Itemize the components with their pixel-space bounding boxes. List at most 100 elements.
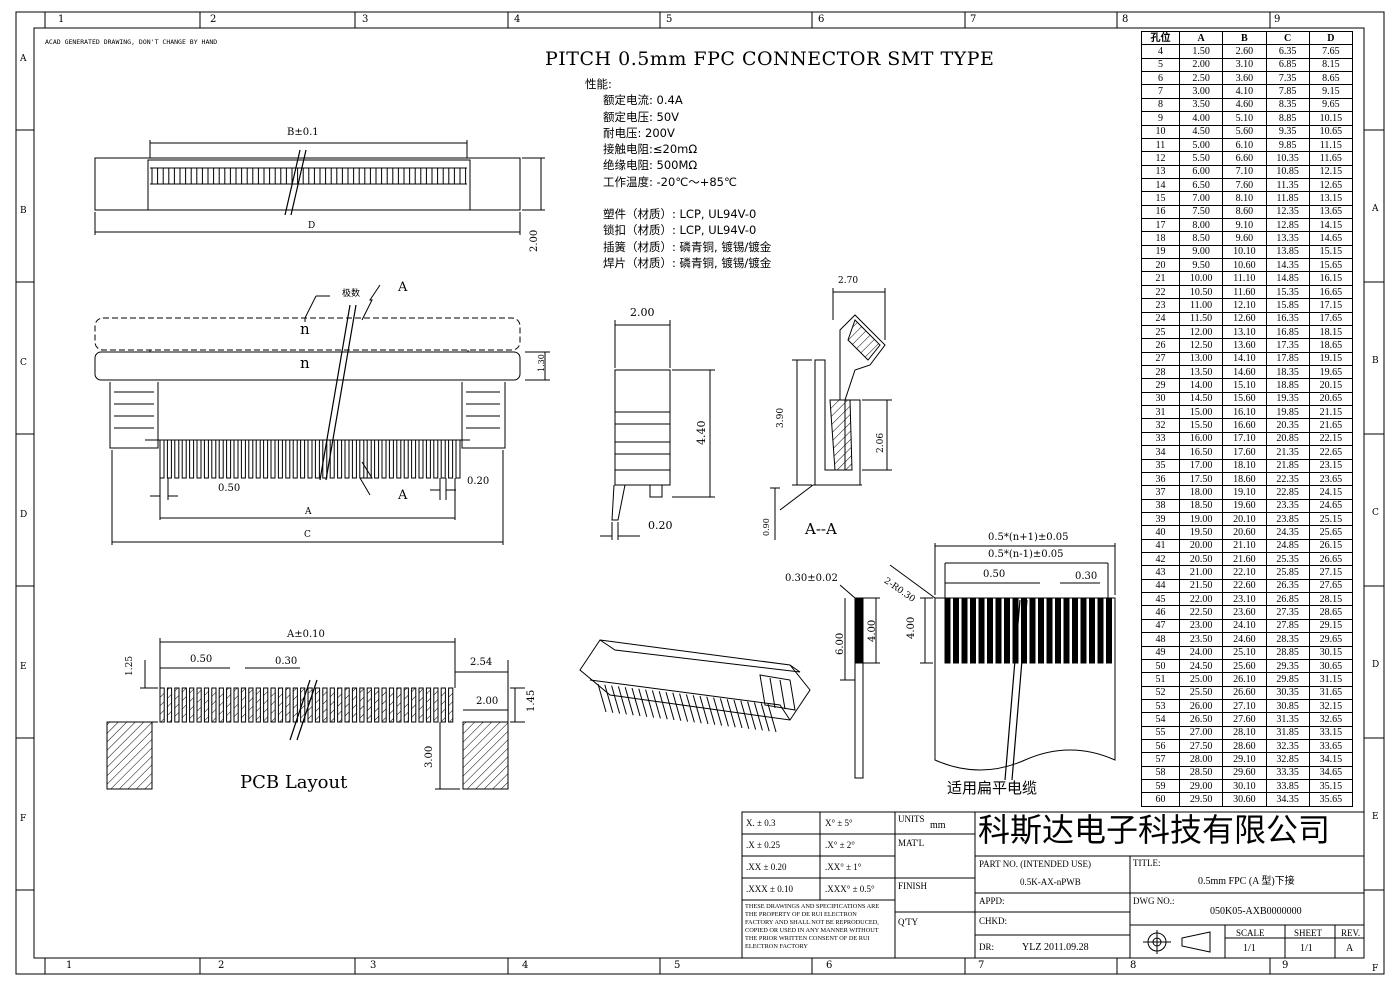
table-cell: 20.10 — [1222, 511, 1267, 527]
dr-value: YLZ 2011.09.28 — [1022, 942, 1089, 953]
table-cell: 21.35 — [1265, 445, 1310, 460]
grid-col-label: 1 — [58, 14, 65, 25]
table-cell: 36 — [1141, 471, 1180, 487]
grid-col-label: 6 — [826, 960, 833, 971]
grid-row-label: D — [1372, 660, 1380, 670]
table-cell: 32 — [1141, 418, 1180, 433]
table-cell: 2.00 — [1178, 57, 1224, 73]
table-cell: 8.35 — [1265, 97, 1310, 113]
table-cell: 9.10 — [1222, 218, 1267, 233]
table-cell: 23.35 — [1265, 498, 1310, 513]
notice-line: ELECTRON FACTORY — [745, 943, 808, 950]
table-cell: 24.65 — [1308, 498, 1354, 513]
spec-heading: 性能: — [585, 77, 612, 91]
table-cell: 9.50 — [1178, 258, 1224, 273]
grid-col-label: 5 — [674, 960, 681, 971]
table-cell: 55 — [1141, 725, 1180, 741]
table-cell: 13 — [1141, 164, 1180, 179]
part-no-label: PART NO. (INTENDED USE) — [979, 859, 1091, 869]
table-cell: 40 — [1141, 525, 1180, 540]
table-cell: 22.50 — [1178, 605, 1224, 620]
table-cell: 27.10 — [1222, 698, 1267, 714]
table-cell: 33 — [1141, 431, 1180, 447]
table-cell: 7.00 — [1178, 191, 1224, 206]
table-cell: 32.15 — [1308, 698, 1354, 714]
table-cell: 20 — [1141, 258, 1180, 273]
table-cell: 12.60 — [1222, 311, 1267, 326]
grid-col-label: 3 — [370, 960, 377, 971]
table-cell: 48 — [1141, 632, 1180, 647]
table-cell: 12.50 — [1178, 338, 1224, 353]
table-cell: 46 — [1141, 605, 1180, 620]
outer-frame — [15, 11, 1385, 975]
grid-row-label: E — [1372, 812, 1379, 822]
company-name: 科斯达电子科技有限公司 — [978, 811, 1331, 849]
table-cell: 25.60 — [1222, 658, 1267, 674]
table-cell: 10.10 — [1222, 244, 1267, 260]
table-cell: 28.85 — [1265, 645, 1310, 660]
table-cell: 22 — [1141, 284, 1180, 300]
material-line: 焊片（材质）: 磷青铜, 镀锡/镀金 — [603, 255, 772, 270]
tol-x1-angle: .X° ± 2° — [825, 840, 855, 850]
table-cell: 29.10 — [1222, 752, 1267, 767]
dim-pcb-a: A±0.10 — [287, 629, 325, 640]
chkd-label: CHKD: — [979, 916, 1008, 926]
table-cell: 34.15 — [1308, 752, 1354, 767]
table-cell: 41 — [1141, 538, 1180, 554]
section-view — [770, 288, 892, 540]
table-cell: 9.85 — [1265, 137, 1310, 153]
drawing-title: PITCH 0.5mm FPC CONNECTOR SMT TYPE — [545, 48, 995, 70]
tol-x3: .XXX ± 0.10 — [746, 884, 793, 894]
table-cell: 24.10 — [1222, 618, 1267, 634]
table-cell: 6.00 — [1178, 164, 1224, 179]
table-cell: 52 — [1141, 685, 1180, 700]
table-cell: 14.15 — [1308, 218, 1354, 233]
table-cell: 15.50 — [1178, 418, 1224, 433]
grid-row-label: E — [20, 662, 27, 672]
grid-col-label: 8 — [1122, 14, 1129, 25]
table-cell: 25 — [1141, 324, 1180, 340]
table-cell: 25.65 — [1308, 525, 1354, 540]
table-cell: 20.65 — [1308, 391, 1354, 407]
grid-row-label: F — [1372, 964, 1379, 974]
table-cell: 35.65 — [1308, 792, 1354, 807]
fpc-cable — [839, 543, 1116, 781]
table-cell: 25.00 — [1178, 672, 1224, 687]
notice-line: THE PRIOR WRITTEN CONSENT OF DE RUI — [745, 935, 870, 942]
notice-line: THE PROPERTY OF DE RUI ELECTRON — [745, 911, 857, 918]
dim-fpc-n1: 0.5*(n+1)±0.05 — [988, 532, 1069, 543]
front-side-ribs — [114, 391, 500, 429]
table-cell: 26.35 — [1265, 578, 1310, 594]
table-cell: 14.50 — [1178, 391, 1224, 407]
table-cell: 16.00 — [1178, 431, 1224, 447]
table-cell: 6.85 — [1265, 57, 1310, 73]
matl-label: MAT'L — [898, 838, 925, 848]
dim-section-height: 3.90 — [776, 407, 786, 428]
table-cell: 31.15 — [1308, 672, 1354, 687]
table-cell: 38 — [1141, 498, 1180, 513]
table-cell: 11.15 — [1308, 137, 1354, 153]
dim-pcb-030: 0.30 — [275, 656, 298, 667]
table-cell: 6 — [1141, 71, 1180, 86]
table-cell: 32.85 — [1265, 752, 1310, 767]
table-cell: 25.10 — [1222, 645, 1267, 660]
table-cell: 39 — [1141, 511, 1180, 527]
section-mark-bottom: A — [398, 488, 408, 503]
table-cell: 23.00 — [1178, 618, 1224, 634]
table-cell: 18.10 — [1222, 458, 1267, 473]
table-cell: 35 — [1141, 458, 1180, 473]
table-cell: 8.15 — [1308, 57, 1354, 73]
table-cell: 37 — [1141, 485, 1180, 500]
